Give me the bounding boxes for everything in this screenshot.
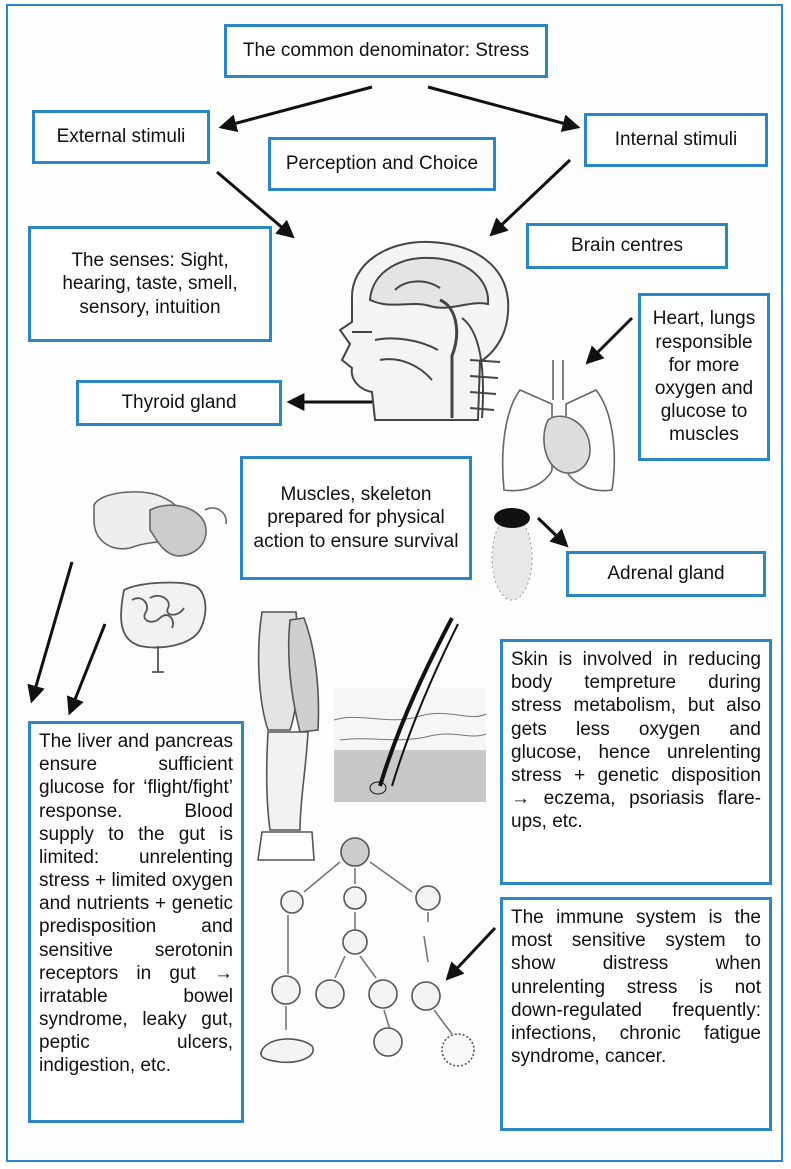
muscles-label: Muscles, skeleton prepared for physical … bbox=[249, 483, 463, 553]
adrenal-label: Adrenal gland bbox=[607, 562, 724, 585]
stress-title: The common denominator: Stress bbox=[243, 39, 529, 62]
thyroid-label: Thyroid gland bbox=[121, 391, 236, 414]
senses-label: The senses: Sight, hearing, taste, smell… bbox=[37, 249, 263, 319]
liver-pancreas-label: The liver and pancreas ensure sufficient… bbox=[39, 730, 233, 1078]
internal-stimuli-label: Internal stimuli bbox=[615, 128, 738, 151]
brain-centres-box: Brain centres bbox=[526, 223, 728, 269]
muscles-box: Muscles, skeleton prepared for physical … bbox=[240, 456, 472, 580]
liver-pancreas-box: The liver and pancreas ensure sufficient… bbox=[28, 721, 244, 1123]
skin-box: Skin is involved in reducing body tempre… bbox=[500, 639, 772, 885]
external-stimuli-box: External stimuli bbox=[32, 110, 210, 164]
senses-box: The senses: Sight, hearing, taste, smell… bbox=[28, 226, 272, 342]
stress-title-box: The common denominator: Stress bbox=[224, 24, 548, 78]
brain-centres-label: Brain centres bbox=[571, 234, 683, 257]
immune-system-box: The immune system is the most sensitive … bbox=[500, 897, 772, 1131]
external-stimuli-label: External stimuli bbox=[57, 125, 186, 148]
internal-stimuli-box: Internal stimuli bbox=[584, 113, 768, 167]
perception-label: Perception and Choice bbox=[286, 152, 478, 175]
adrenal-box: Adrenal gland bbox=[566, 551, 766, 597]
perception-box: Perception and Choice bbox=[268, 137, 496, 191]
skin-label: Skin is involved in reducing body tempre… bbox=[511, 648, 761, 833]
heart-lungs-label: Heart, lungs responsible for more oxygen… bbox=[647, 307, 761, 446]
immune-system-label: The immune system is the most sensitive … bbox=[511, 906, 761, 1068]
heart-lungs-box: Heart, lungs responsible for more oxygen… bbox=[638, 293, 770, 461]
thyroid-box: Thyroid gland bbox=[76, 380, 282, 426]
